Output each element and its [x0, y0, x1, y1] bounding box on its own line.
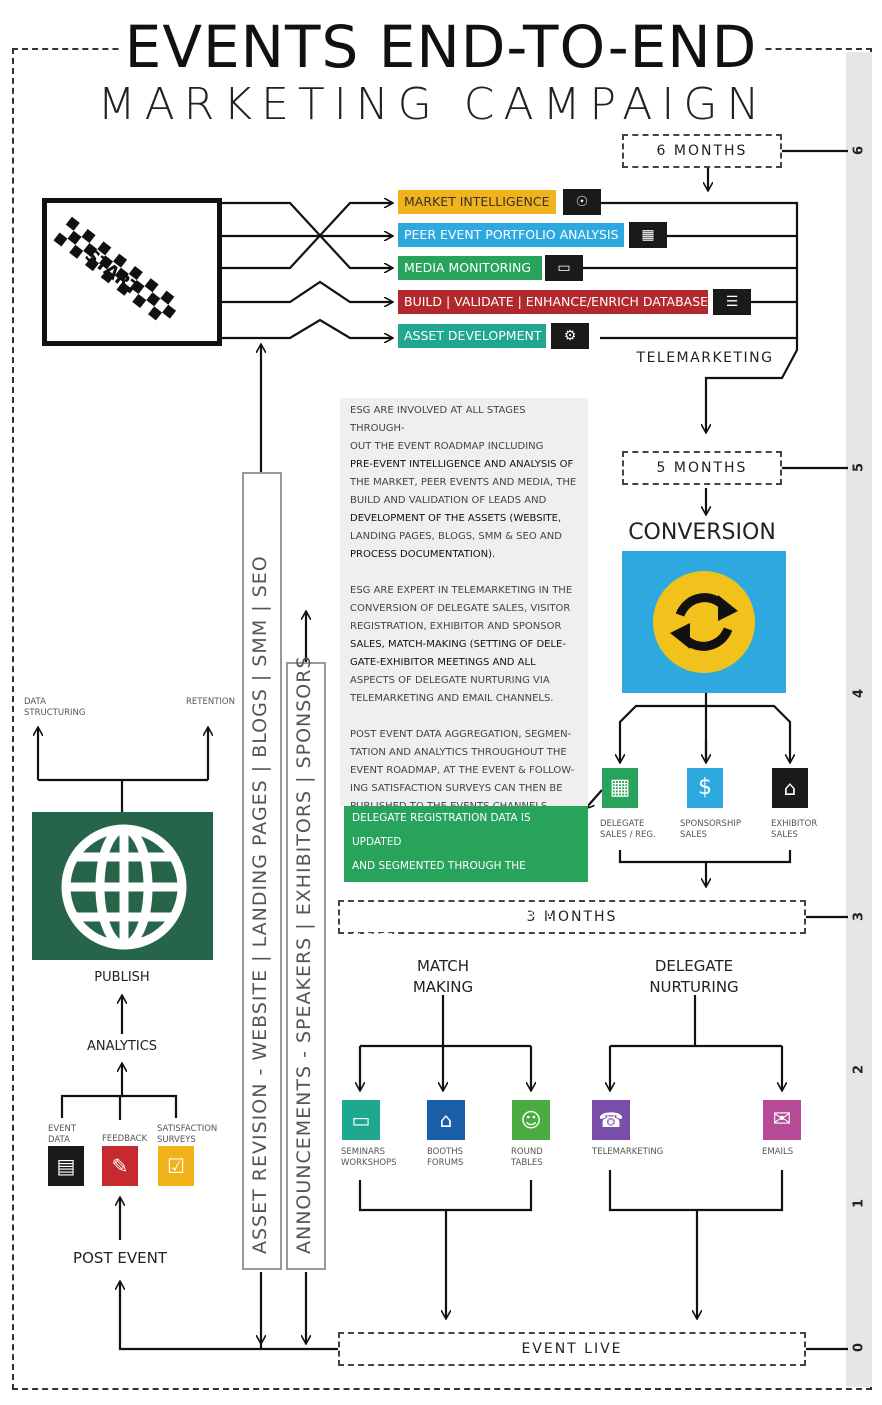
- flag-check: [113, 253, 128, 268]
- esg-paragraph-1: ESG ARE INVOLVED AT ALL STAGES THROUGH-O…: [350, 405, 577, 560]
- booth-forum-icon: ⌂: [427, 1100, 465, 1140]
- task-market-intelligence: MARKET INTELLIGENCE: [398, 190, 556, 214]
- flag-check: [130, 279, 145, 295]
- clipboard-icon: ☑: [158, 1146, 194, 1186]
- publish-label: PUBLISH: [94, 970, 150, 985]
- conversion-label: CONVERSION: [628, 520, 776, 545]
- presentation-icon: ▭: [342, 1100, 380, 1140]
- task-media-monitoring: MEDIA MONITORING: [398, 256, 542, 280]
- milestone-3-months: 3 MONTHS: [338, 900, 806, 934]
- flag-check: [144, 278, 159, 293]
- post-event-label: POST EVENT: [73, 1249, 167, 1267]
- page-title: EVENTS END-TO-END: [0, 13, 882, 81]
- telemarketing-label: TELEMARKETING: [636, 350, 774, 366]
- flag-check: [67, 230, 82, 245]
- task-peer-event-portfolio: PEER EVENT PORTFOLIO ANALYSIS: [398, 223, 624, 247]
- asset-revision-bar: [242, 472, 282, 1270]
- flag-check: [84, 257, 100, 272]
- flag-check: [128, 265, 143, 280]
- emails-label: EMAILS: [762, 1147, 794, 1157]
- retention-label: RETENTION: [186, 697, 235, 707]
- telemarketing-item-label: TELEMARKETING: [592, 1147, 664, 1157]
- flag-check: [69, 244, 84, 259]
- publish-box: [32, 812, 213, 960]
- database-icon: ☰: [713, 289, 751, 315]
- globe-icon: [61, 824, 187, 950]
- headset-icon: ☎: [592, 1100, 630, 1140]
- task-build-database: BUILD | VALIDATE | ENHANCE/ENRICH DATABA…: [398, 290, 708, 314]
- flag-check: [100, 269, 115, 284]
- flag-check: [81, 229, 96, 244]
- envelope-icon: ✉: [763, 1100, 801, 1140]
- flag-check: [114, 267, 129, 282]
- flag-check: [146, 292, 161, 307]
- milestone-6-months: 6 MONTHS: [622, 134, 782, 168]
- start-box: START: [42, 198, 222, 346]
- conversion-box: [622, 551, 786, 693]
- flag-check: [97, 241, 112, 256]
- esg-description: ESG ARE INVOLVED AT ALL STAGES THROUGH-O…: [340, 398, 588, 812]
- event-data-icon: ▤: [48, 1146, 84, 1186]
- chart-icon: ▦: [629, 222, 667, 248]
- calendar-check-icon: ▦: [602, 768, 638, 808]
- milestone-5-months: 5 MONTHS: [622, 451, 782, 485]
- page-subtitle: MARKETING CAMPAIGN: [0, 79, 866, 130]
- booth-icon: ⌂: [772, 768, 808, 808]
- flag-check: [116, 281, 131, 296]
- flag-check: [162, 304, 177, 319]
- feedback-label: FEEDBACK: [102, 1134, 148, 1144]
- refresh-icon: [653, 571, 755, 673]
- checkered-flag-icon: START: [53, 216, 177, 321]
- money-hand-icon: $: [687, 768, 723, 808]
- gear-bulb-icon: ⚙: [551, 323, 589, 349]
- feedback-icon: ✎: [102, 1146, 138, 1186]
- flag-check: [65, 216, 80, 231]
- task-asset-development: ASSET DEVELOPMENT: [398, 324, 546, 348]
- monitor-icon: ▭: [545, 255, 583, 281]
- milestone-event-live: EVENT LIVE: [338, 1332, 806, 1366]
- flag-check: [160, 290, 175, 305]
- asset-revision-text: ASSET REVISION - WEBSITE | LANDING PAGES…: [249, 555, 271, 1254]
- timeline-ruler: [846, 52, 872, 1387]
- flag-check: [132, 294, 147, 309]
- brain-icon: ☉: [563, 189, 601, 215]
- flag-check: [53, 232, 68, 247]
- flag-check: [99, 255, 114, 270]
- flag-check: [148, 306, 163, 321]
- announcements-bar: [286, 662, 326, 1270]
- announcements-text: ANNOUNCEMENTS - SPEAKERS | EXHIBITORS | …: [293, 655, 315, 1254]
- flag-check: [83, 243, 98, 258]
- esg-paragraph-3: POST EVENT DATA AGGREGATION, SEGMEN-TATI…: [350, 729, 575, 812]
- analytics-label: ANALYTICS: [86, 1039, 158, 1054]
- people-table-icon: ☺: [512, 1100, 550, 1140]
